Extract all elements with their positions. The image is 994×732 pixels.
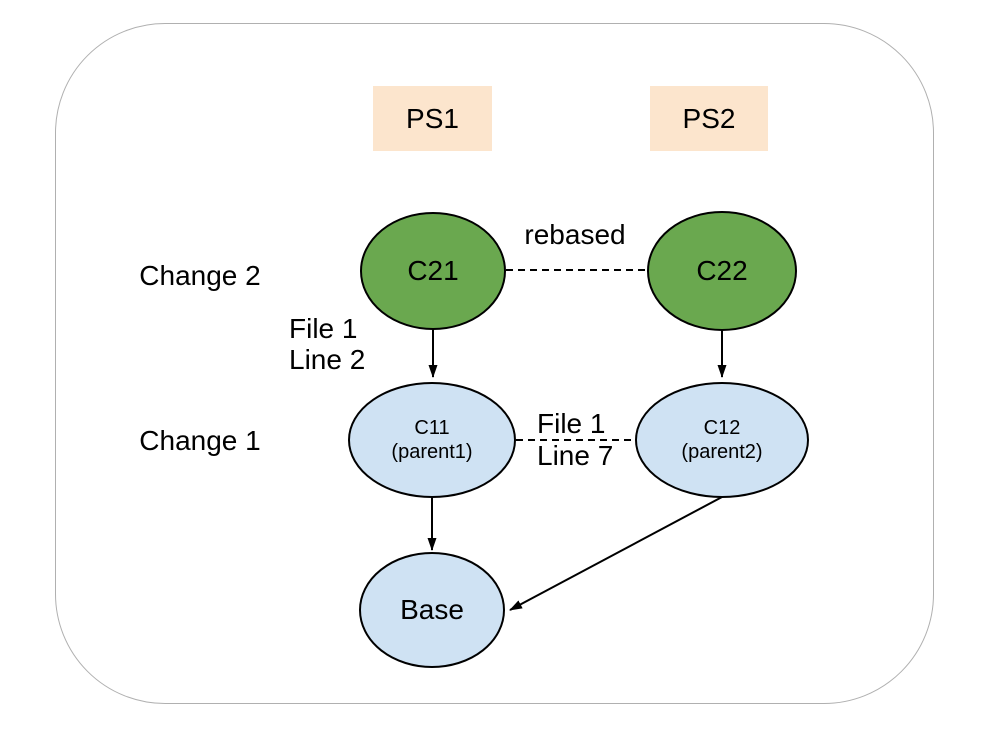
node-base-ellipse — [359, 552, 505, 668]
node-c11-ellipse — [348, 382, 516, 498]
conflict-file-label: File 1 — [537, 408, 606, 439]
change-1-row-label: Change 1 — [139, 425, 261, 456]
node-c11-label: C11 (parent1) — [352, 416, 512, 464]
node-c21-label: C21 — [407, 255, 459, 286]
node-c12-ellipse — [635, 382, 809, 498]
node-c11-title: C11 — [414, 417, 450, 439]
conflict-line-label: Line 7 — [537, 440, 614, 471]
parent-change-line-label: Line 2 — [289, 344, 366, 375]
parent-change-file-label: File 1 — [289, 313, 358, 344]
node-c12-subtitle: (parent2) — [681, 441, 763, 463]
node-c11-subtitle: (parent1) — [391, 441, 473, 463]
patchset-2-label: PS2 — [682, 102, 736, 134]
node-c21-ellipse — [360, 212, 506, 330]
change-2-row-label: Change 2 — [139, 260, 261, 291]
patchset-1-label: PS1 — [406, 102, 459, 134]
patchset-2-header: PS2 — [650, 86, 768, 151]
node-c22-ellipse — [647, 211, 797, 331]
node-base-label: Base — [400, 594, 464, 625]
edge-c12-to-base — [509, 496, 723, 611]
node-c22-label: C22 — [696, 255, 748, 286]
node-c12-title: C12 — [703, 417, 741, 439]
patchset-1-header: PS1 — [373, 86, 492, 151]
node-c12-label: C12 (parent2) — [642, 416, 802, 464]
rebased-edge-label: rebased — [524, 219, 626, 250]
